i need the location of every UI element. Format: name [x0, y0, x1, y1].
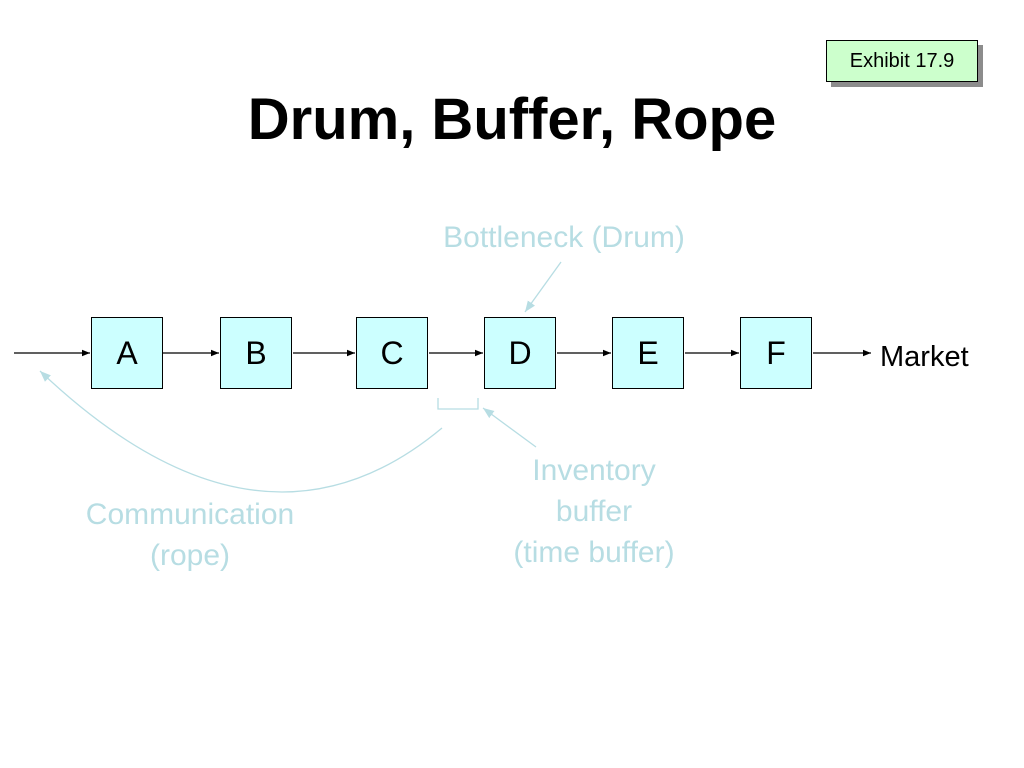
station-c: C	[356, 317, 428, 389]
station-a: A	[91, 317, 163, 389]
rope-label-line1: Communication	[85, 498, 295, 531]
station-b: B	[220, 317, 292, 389]
rope-label-line2: (rope)	[149, 539, 231, 572]
inventory-label-line1: Inventory	[532, 454, 656, 487]
station-e: E	[612, 317, 684, 389]
station-d: D	[484, 317, 556, 389]
inventory-label-line3: (time buffer)	[513, 536, 675, 569]
inventory-pointer	[482, 407, 537, 448]
buffer-bracket	[437, 398, 479, 410]
station-f: F	[740, 317, 812, 389]
bottleneck-pointer	[524, 261, 562, 313]
page-title: Drum, Buffer, Rope	[247, 87, 777, 152]
rope-label: Communication (rope)	[60, 494, 320, 576]
exhibit-badge: Exhibit 17.9	[826, 40, 978, 82]
bottleneck-label: Bottleneck (Drum)	[443, 221, 685, 254]
market-label: Market	[880, 341, 969, 373]
inventory-label-line2: buffer	[555, 495, 633, 528]
inventory-buffer-label: Inventory buffer (time buffer)	[484, 450, 704, 573]
rope-curve	[39, 370, 443, 493]
